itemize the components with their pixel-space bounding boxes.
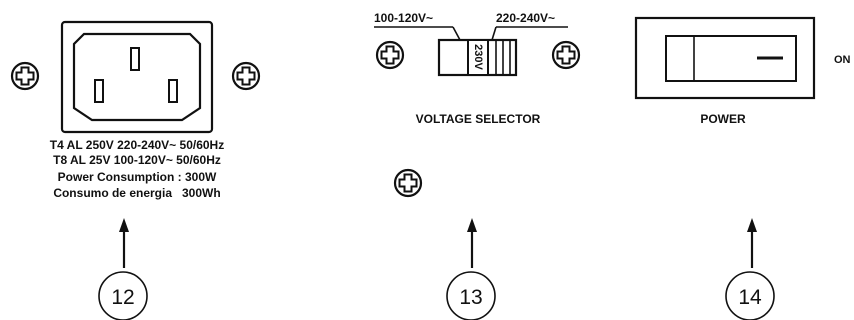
socket-pin-neutral (168, 79, 178, 103)
callout-number: 12 (111, 286, 134, 309)
callout-circle (725, 271, 775, 320)
selector-slider (467, 39, 489, 76)
socket-pin-earth (130, 47, 140, 71)
power-consumption: Power Consumption : 300W (58, 170, 217, 184)
arrow-up-icon (117, 216, 131, 270)
consumo-de-energia: Consumo de energia 300Wh (53, 186, 220, 200)
callout-circle (98, 271, 148, 320)
voltage-selector: 100-120V~ 220-240V~ 230V VOLTAGE SELECTO… (374, 11, 581, 320)
fuse-spec-1: T4 AL 250V 220-240V~ 50/60Hz (50, 138, 224, 152)
power-inlet: T4 AL 250V 220-240V~ 50/60Hz T8 AL 25V 1… (10, 20, 261, 320)
voltage-selector-title: VOLTAGE SELECTOR (416, 112, 541, 126)
screw-icon (393, 168, 423, 198)
arrow-up-icon (465, 216, 479, 270)
screw-icon (231, 61, 261, 91)
screw-icon (10, 61, 40, 91)
callout-circle (446, 271, 496, 320)
voltage-option-low: 100-120V~ (374, 11, 433, 25)
screw-icon (375, 40, 405, 70)
selector-setting: 230V (472, 44, 484, 70)
arrow-up-icon (745, 216, 759, 270)
switch-state-label: ON (834, 54, 851, 66)
fuse-spec-2: T8 AL 25V 100-120V~ 50/60Hz (53, 153, 221, 167)
power-switch: ON POWER 14 (634, 16, 851, 320)
power-title: POWER (700, 112, 746, 126)
socket-pin-line (94, 79, 104, 103)
callout-number: 14 (738, 286, 762, 309)
iec-socket (72, 32, 202, 122)
callout-number: 13 (459, 286, 482, 309)
screw-icon (551, 40, 581, 70)
voltage-option-high: 220-240V~ (496, 11, 555, 25)
